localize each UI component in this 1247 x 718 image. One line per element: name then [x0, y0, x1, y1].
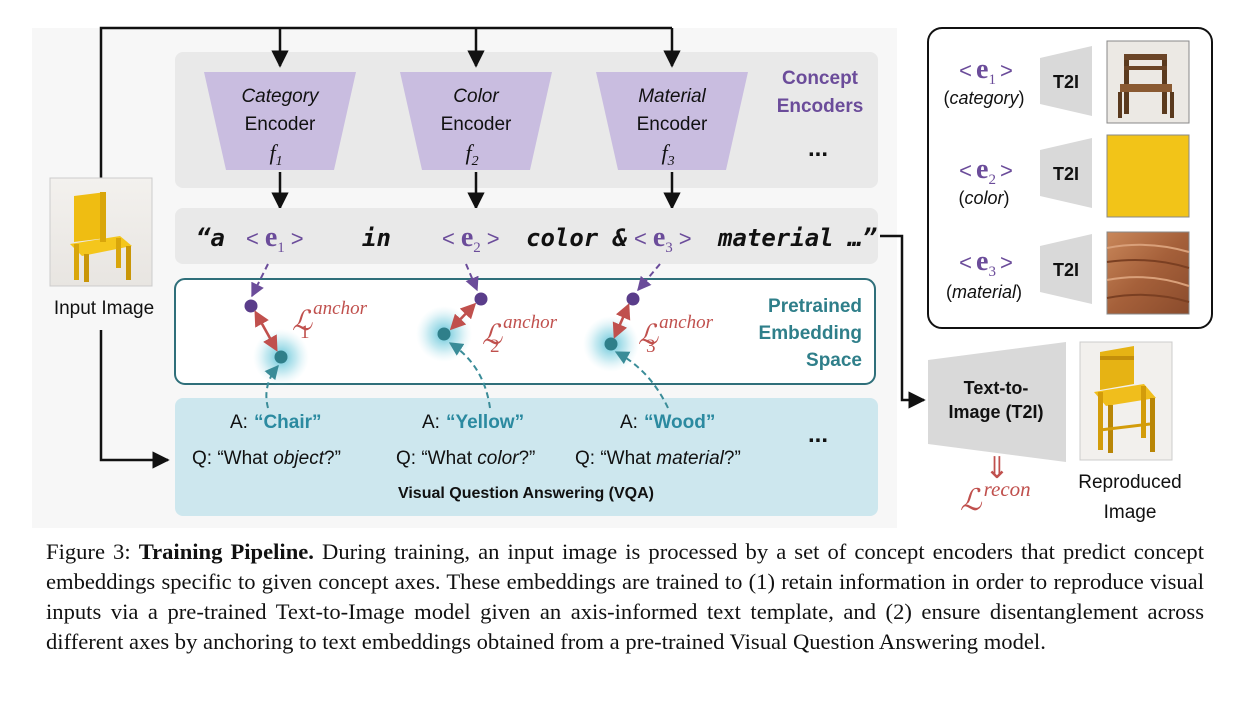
encoder-symbol: f1 — [269, 140, 282, 169]
anchor-loss-2: ℒanchor — [482, 312, 558, 351]
encoder-name: Material — [638, 86, 706, 107]
template-in: in — [362, 224, 391, 252]
training-pipeline-figure: Concept Encoders ... Category Encoder f1… — [49, 26, 1213, 523]
recon-double-arrow: ⇓ — [984, 452, 1009, 485]
reproduced-image-label: Reproduced — [1078, 472, 1182, 493]
concept-encoders-title: Concept — [782, 68, 859, 89]
e1-projection-arrow — [251, 263, 269, 298]
input-top-line — [99, 26, 672, 178]
panel-axis-material: (material) — [946, 282, 1022, 302]
template-e3: <e3> — [634, 222, 692, 256]
panel-t2i-trapezoid-2 — [1040, 138, 1092, 208]
t2i-main-trapezoid — [928, 342, 1066, 462]
encoder-word: Encoder — [245, 114, 316, 135]
vqa-answer-3: A:“Wood” — [620, 412, 715, 433]
vqa-answers-ellipsis: ... — [808, 421, 828, 448]
panel-axis-color: (color) — [958, 188, 1009, 208]
vqa-question-2: Q: “What color?” — [396, 448, 535, 469]
color-output-image — [1106, 134, 1190, 218]
input-to-vqa-line — [99, 330, 170, 469]
concept-embedding-point-1 — [244, 299, 258, 313]
embedding-space-panel — [174, 278, 876, 385]
template-e1: <e1> — [246, 222, 304, 256]
template-e2: <e2> — [442, 222, 500, 256]
recon-loss: ℒrecon — [960, 477, 1031, 517]
figure-caption: Figure 3: Training Pipeline. During trai… — [46, 537, 1204, 657]
input-image-label: Input Image — [54, 298, 154, 319]
input-image — [49, 177, 153, 287]
anchor-loss-1-sub: 1 — [300, 322, 310, 343]
encoder-word: Encoder — [637, 114, 708, 135]
embedding-space-title-3: Space — [806, 350, 862, 371]
template-to-t2i-line — [880, 234, 926, 409]
anchor-point-2 — [437, 327, 451, 341]
answer-to-anchor-arrow-1 — [264, 364, 279, 409]
t2i-main-label-2: Image (T2I) — [948, 402, 1043, 422]
panel-t2i-label-3: T2I — [1053, 260, 1079, 280]
vqa-question-1: Q: “What object?” — [192, 448, 341, 469]
material-output-image — [1106, 231, 1190, 315]
panel-e1-token: <e1> — [959, 54, 1013, 88]
anchor-loss-arrow-1 — [254, 310, 278, 352]
encoder-name: Color — [453, 86, 499, 107]
vqa-answer-2: A:“Yellow” — [422, 412, 524, 433]
e3-projection-arrow — [637, 263, 661, 292]
category-output-image — [1106, 40, 1190, 124]
panel-e3-token: <e3> — [959, 246, 1013, 280]
panel-t2i-trapezoid-1 — [1040, 46, 1092, 116]
caption-body: During training, an input image is proce… — [46, 539, 1205, 654]
panel-t2i-trapezoid-3 — [1040, 234, 1092, 304]
panel-e2-token: <e2> — [959, 154, 1013, 188]
anchor-loss-1: ℒanchor — [292, 298, 368, 337]
anchor-point-1 — [274, 350, 288, 364]
template-open: “a — [196, 224, 225, 252]
vqa-title: Visual Question Answering (VQA) — [398, 485, 654, 502]
encoder-name: Category — [241, 86, 320, 107]
caption-label: Figure 3: — [46, 539, 131, 564]
panel-axis-category: (category) — [943, 88, 1024, 108]
answer-to-anchor-arrow-3 — [614, 351, 669, 409]
text-template-panel — [175, 208, 878, 264]
encoders-ellipsis: ... — [808, 135, 828, 162]
concept-encoders-title-2: Encoders — [777, 96, 864, 117]
anchor-loss-arrow-3 — [612, 303, 631, 339]
vqa-answer-1: A:“Chair” — [230, 412, 322, 433]
embedding-space-title-2: Embedding — [759, 323, 862, 344]
anchor-loss-3: ℒanchor — [638, 312, 714, 351]
category-encoder: Category Encoder f1 — [204, 72, 356, 170]
vqa-panel — [175, 398, 878, 516]
color-encoder: Color Encoder f2 — [400, 72, 552, 170]
reproduced-image — [1079, 341, 1173, 461]
vqa-question-3: Q: “What material?” — [575, 448, 741, 469]
encoder-symbol: f2 — [465, 140, 478, 169]
embedding-space-title: Pretrained — [768, 296, 862, 317]
template-color: color & — [526, 224, 628, 252]
reproduced-image-label-2: Image — [1104, 502, 1157, 523]
encoder-symbol: f3 — [661, 140, 674, 169]
t2i-main-label: Text-to- — [964, 378, 1029, 398]
caption-title: Training Pipeline. — [138, 539, 314, 564]
template-material: material …” — [717, 224, 877, 252]
anchor-loss-arrow-2 — [449, 302, 477, 331]
anchor-loss-3-sub: 3 — [646, 336, 656, 357]
panel-t2i-label-2: T2I — [1053, 164, 1079, 184]
concept-embedding-point-3 — [626, 292, 640, 306]
e2-projection-arrow — [465, 263, 479, 292]
material-encoder: Material Encoder f3 — [596, 72, 748, 170]
anchor-point-3 — [604, 337, 618, 351]
encoder-word: Encoder — [441, 114, 512, 135]
concept-embedding-point-2 — [474, 292, 488, 306]
answer-to-anchor-arrow-2 — [448, 342, 491, 409]
panel-t2i-label-1: T2I — [1053, 72, 1079, 92]
anchor-loss-2-sub: 2 — [490, 336, 500, 357]
